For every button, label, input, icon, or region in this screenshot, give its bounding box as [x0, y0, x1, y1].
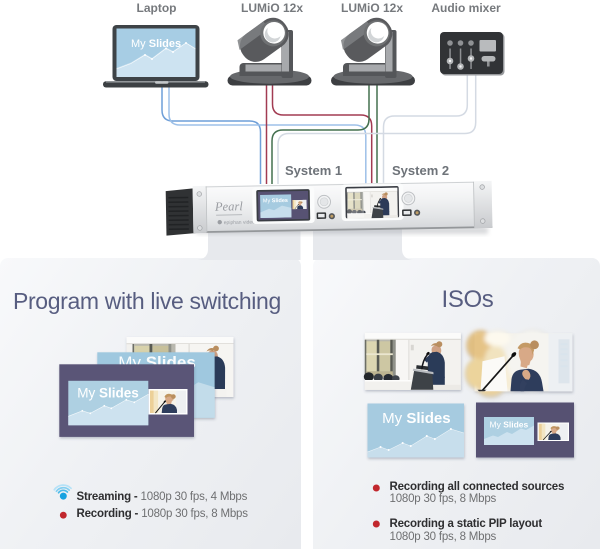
svg-text:My Slides: My Slides [77, 385, 139, 400]
svg-text:My Slides: My Slides [490, 420, 529, 430]
svg-text:My Slides: My Slides [263, 198, 288, 204]
svg-text:Pearl: Pearl [214, 199, 244, 214]
svg-text:My Slides: My Slides [131, 38, 181, 50]
svg-text:epiphan video: epiphan video [224, 220, 255, 227]
